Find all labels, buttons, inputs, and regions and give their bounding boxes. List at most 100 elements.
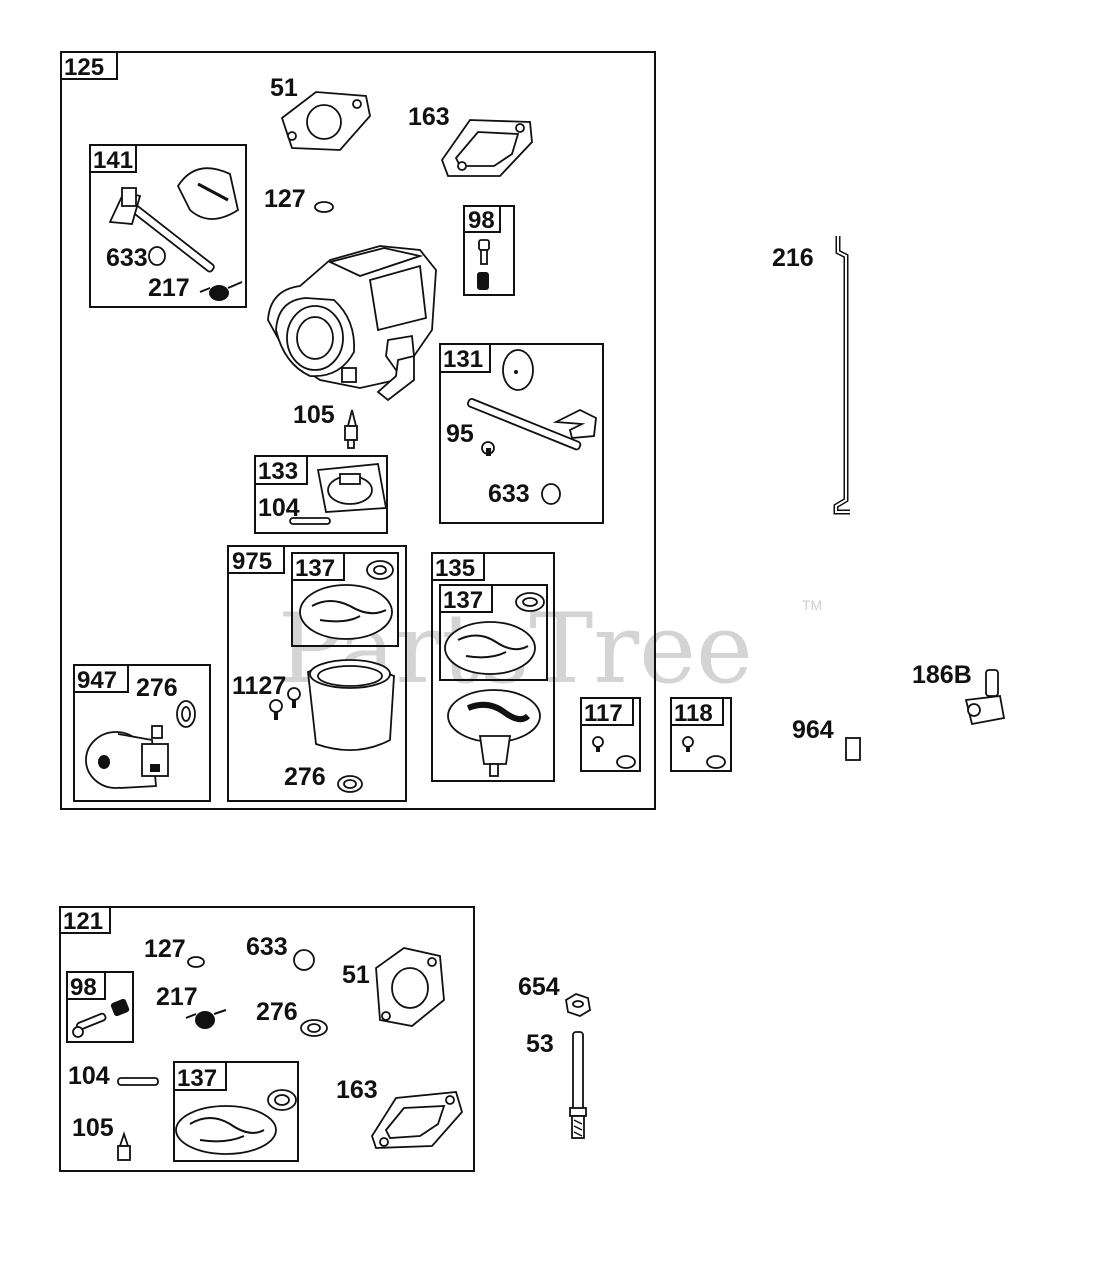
group-137-bottom-label: 137 [177, 1065, 217, 1092]
gasket-163-bottom-part [371, 1091, 464, 1149]
group-135-tab [431, 552, 485, 581]
group-137-right-tab [439, 584, 493, 613]
sleeve-964-part [845, 737, 861, 761]
washer-276-lower-part [300, 1019, 328, 1037]
group-117-label: 117 [584, 700, 623, 727]
part-label-186b: 186B [912, 661, 972, 689]
group-137-right-label: 137 [443, 587, 483, 614]
part-label-276-left: 276 [136, 674, 178, 702]
part-label-104-bottom: 104 [68, 1062, 110, 1090]
part-label-276-bottom: 276 [284, 763, 326, 791]
spring-217-bottom-part [185, 1009, 227, 1029]
group-975-tab [227, 545, 285, 574]
pin-104-part [289, 517, 331, 525]
jet-117-part [592, 736, 636, 769]
group-98-bottom-tab [66, 971, 106, 1000]
group-133-label: 133 [258, 458, 298, 485]
screws-1127-part [269, 687, 301, 720]
group-118-tab [670, 697, 724, 726]
group-125-frame [60, 51, 656, 810]
gasket-51-bottom-part [375, 947, 445, 1027]
part-label-105-bottom: 105 [72, 1114, 114, 1142]
bushing-633-bottom-part [293, 949, 315, 971]
gasket-51-part [280, 91, 371, 151]
part-label-964: 964 [792, 716, 834, 744]
float-bowl-part [307, 659, 395, 752]
part-label-51: 51 [270, 74, 298, 102]
part-label-53: 53 [526, 1030, 554, 1058]
part-label-217-bottom: 217 [156, 983, 198, 1011]
part-label-633-left: 633 [106, 244, 148, 272]
pin-104-bottom-part [117, 1077, 159, 1086]
gasket-163-part [440, 119, 533, 177]
bushing-633-part [148, 246, 166, 266]
washer-276-left-part [176, 700, 196, 728]
fitting-186b-part [964, 669, 1006, 726]
screw-95-part [481, 441, 495, 456]
group-117-tab [580, 697, 634, 726]
needle-105-part [344, 409, 358, 449]
group-137-bottom-tab [173, 1061, 227, 1091]
part-label-105-top: 105 [293, 401, 335, 429]
part-label-217-top: 217 [148, 274, 190, 302]
gasket-kit-137-left-part [299, 560, 394, 640]
needle-105-bottom-part [117, 1131, 131, 1161]
part-label-633-right: 633 [488, 480, 530, 508]
part-label-163-top: 163 [408, 103, 450, 131]
group-98-bottom-label: 98 [70, 974, 97, 1001]
group-141-label: 141 [93, 147, 133, 174]
group-131-label: 131 [443, 346, 483, 373]
group-135-frame [431, 552, 555, 782]
stud-53-part [569, 1031, 587, 1139]
float-133-part [316, 463, 388, 513]
choke-shaft-141-part [108, 167, 240, 273]
group-133-tab [254, 455, 308, 485]
carburetor-body-part [267, 245, 437, 402]
group-947-frame [73, 664, 211, 802]
group-975-frame [227, 545, 407, 802]
part-label-163-bottom: 163 [336, 1076, 378, 1104]
nut-654-part [565, 993, 591, 1017]
spring-217-part [199, 281, 243, 301]
throttle-shaft-131-part [467, 349, 597, 451]
washer-276-bottom-part [337, 775, 363, 793]
idle-screw-98-part [477, 239, 490, 290]
part-label-276-lower: 276 [256, 998, 298, 1026]
gasket-kit-137-right-part [444, 592, 545, 675]
group-133-frame [254, 455, 388, 534]
group-125-label: 125 [64, 54, 104, 81]
idle-screw-98-bottom-part [72, 998, 130, 1038]
part-label-633-bottom: 633 [246, 933, 288, 961]
group-975-label: 975 [232, 548, 272, 575]
group-98-top-label: 98 [468, 207, 495, 234]
solenoid-947-part [85, 725, 169, 789]
group-121-frame [59, 906, 475, 1172]
group-947-tab [73, 664, 129, 693]
part-label-127-bottom: 127 [144, 935, 186, 963]
part-label-1127: 1127 [232, 672, 286, 700]
part-label-95: 95 [446, 420, 474, 448]
part-label-51-bottom: 51 [342, 961, 370, 989]
part-label-104-top: 104 [258, 494, 300, 522]
watermark-trademark: TM [802, 597, 822, 613]
group-947-label: 947 [77, 667, 117, 694]
group-137-left-label: 137 [295, 555, 335, 582]
group-118-label: 118 [674, 700, 713, 727]
group-141-frame [89, 144, 247, 308]
group-121-label: 121 [63, 908, 103, 935]
group-137-bottom-frame [173, 1061, 299, 1162]
group-131-tab [439, 343, 491, 373]
group-141-tab [89, 144, 137, 173]
o-ring-127-part [314, 201, 334, 213]
bushing-633-right-part [541, 483, 561, 505]
group-98-top-tab [463, 205, 501, 233]
group-135-label: 135 [435, 555, 475, 582]
group-131-frame [439, 343, 604, 524]
gasket-kit-137-bottom-part [175, 1089, 297, 1155]
link-rod-216-part [833, 236, 850, 515]
group-125-tab [60, 51, 118, 80]
o-ring-127-bottom-part [187, 956, 205, 968]
part-label-127-top: 127 [264, 185, 306, 213]
part-label-654: 654 [518, 973, 560, 1001]
